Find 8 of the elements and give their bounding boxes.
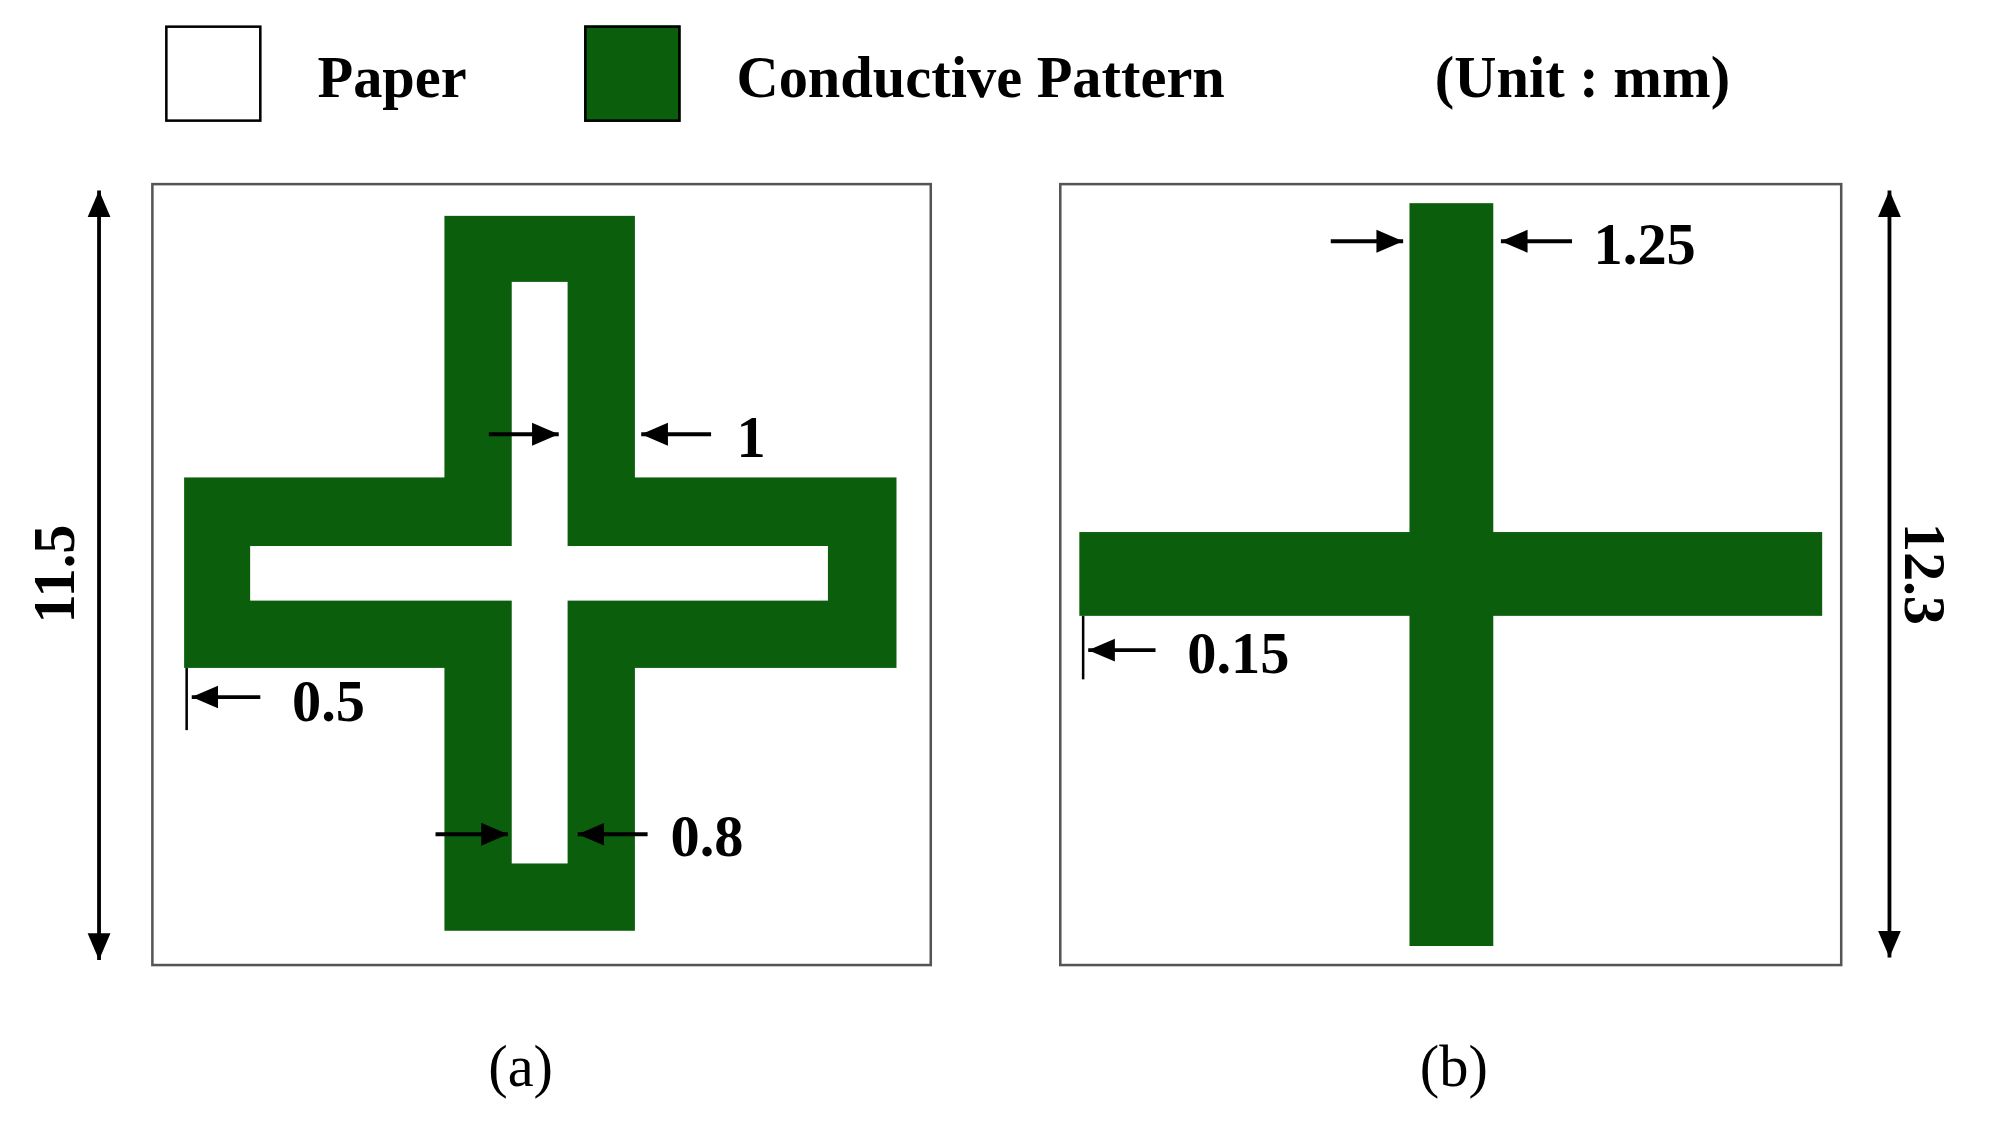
dimension-label: 1.25 [1593,215,1696,275]
dimension-label: 0.8 [670,807,744,866]
dimension-label: 11.5 [25,524,84,624]
legend-label: Conductive Pattern [736,48,1225,107]
dimension-label: 0.5 [292,673,366,732]
dimension-label: 1 [736,408,766,468]
dimension-label: 0.15 [1187,624,1290,684]
dimension-label: 12.3 [1894,522,1953,626]
